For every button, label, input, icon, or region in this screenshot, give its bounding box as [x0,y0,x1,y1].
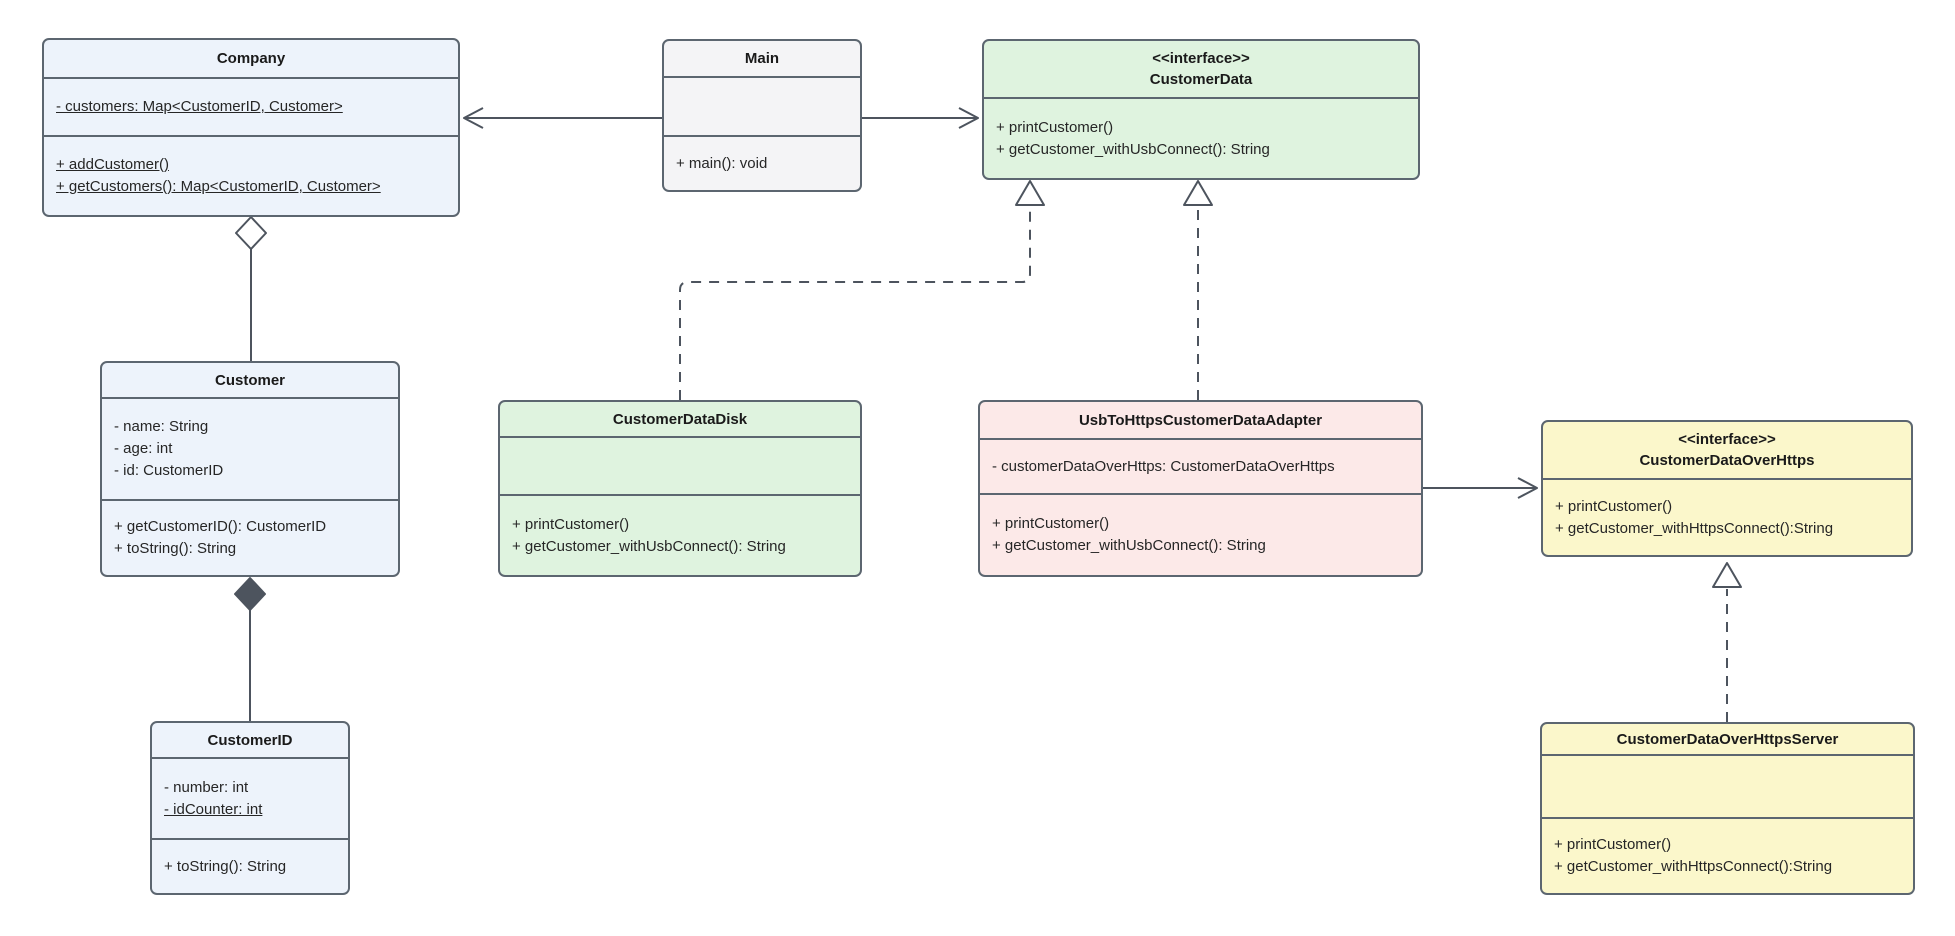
association-main-to-company [463,107,662,129]
method-line: + printCustomer() [1554,836,1672,853]
methods-section-customerid: + toString(): String [152,840,348,893]
composition-customer-customerid [234,577,266,721]
class-title-customer: Customer [102,363,398,399]
attributes-section-httpsserver [1542,756,1913,819]
attributes-section-customerdatadisk [500,438,860,496]
open-arrowhead-icon [958,107,979,129]
hollow-triangle-icon [1015,180,1045,206]
stereotype-label: <<interface>> [1678,431,1776,448]
class-box-main: Main + main(): void [662,39,862,192]
stereotype-label: <<interface>> [1152,50,1250,67]
interface-box-customerdata: <<interface>> CustomerData + printCustom… [982,39,1420,180]
attributes-section-adapter: - customerDataOverHttps: CustomerDataOve… [980,440,1421,495]
method-line: + main(): void [676,154,768,172]
methods-section-main: + main(): void [664,137,860,190]
methods-section-customer: + getCustomerID(): CustomerID + toString… [102,501,398,575]
methods-section-httpsserver: + printCustomer() + getCustomer_withHttp… [1542,819,1913,893]
method-line: + addCustomer() [56,156,169,173]
class-title-customerid: CustomerID [152,723,348,759]
open-arrowhead-icon [463,107,484,129]
attribute-line: - customerDataOverHttps: CustomerDataOve… [992,457,1335,475]
method-line: + toString(): String [164,857,287,875]
realization-customerdatadisk-customerdata [679,180,1045,400]
method-line: + printCustomer() [996,118,1114,136]
attribute-line: - idCounter: int [164,800,263,818]
method-line: + getCustomerID(): CustomerID [114,518,327,535]
aggregation-company-customer [235,216,267,361]
method-line: + getCustomer_withUsbConnect(): String [512,537,786,555]
class-title-customerdatadisk: CustomerDataDisk [500,402,860,438]
realization-httpsserver-customerdataoverhttps [1712,562,1742,722]
class-title-customerdataoverhttps: CustomerDataOverHttps [1639,452,1815,469]
method-line: + printCustomer() [512,515,630,533]
class-box-customerdatadisk: CustomerDataDisk + printCustomer() + get… [498,400,862,577]
attributes-section-customerid: - number: int - idCounter: int [152,759,348,840]
method-line: + getCustomers(): Map<CustomerID, Custom… [56,178,381,195]
attribute-line: - customers: Map<CustomerID, Customer> [56,98,343,115]
attribute-line: - number: int [164,778,249,796]
hollow-diamond-icon [235,216,267,250]
class-title-main: Main [664,41,860,78]
attribute-line: - id: CustomerID [114,462,224,479]
association-adapter-to-customerdataoverhttps [1423,477,1538,499]
attribute-line: - age: int [114,440,173,457]
attribute-line: - name: String [114,418,209,435]
association-main-to-customerdata [862,107,979,129]
class-box-customerid: CustomerID - number: int - idCounter: in… [150,721,350,895]
method-line: + printCustomer() [992,515,1110,532]
open-arrowhead-icon [1517,477,1538,499]
class-title-company: Company [44,40,458,79]
attributes-section-company: - customers: Map<CustomerID, Customer> [44,79,458,137]
methods-section-customerdatadisk: + printCustomer() + getCustomer_withUsbC… [500,496,860,575]
realization-adapter-customerdata [1183,180,1213,400]
class-box-customerdataoverhttpsserver: CustomerDataOverHttpsServer + printCusto… [1540,722,1915,895]
class-title-customerdataoverhttpsserver: CustomerDataOverHttpsServer [1542,724,1913,756]
interface-box-customerdataoverhttps: <<interface>> CustomerDataOverHttps + pr… [1541,420,1913,557]
methods-section-customerdata: + printCustomer() + getCustomer_withUsbC… [984,99,1418,178]
interface-title-customerdataoverhttps: <<interface>> CustomerDataOverHttps [1543,422,1911,480]
method-line: + getCustomer_withUsbConnect(): String [992,537,1266,554]
method-line: + printCustomer() [1555,497,1673,515]
method-line: + getCustomer_withHttpsConnect():String [1555,519,1834,537]
class-box-customer: Customer - name: String - age: int - id:… [100,361,400,577]
hollow-triangle-icon [1712,562,1742,588]
attributes-section-customer: - name: String - age: int - id: Customer… [102,399,398,501]
attributes-section-main [664,78,860,137]
hollow-triangle-icon [1183,180,1213,206]
interface-title-customerdata: <<interface>> CustomerData [984,41,1418,99]
methods-section-adapter: + printCustomer() + getCustomer_withUsbC… [980,495,1421,575]
filled-diamond-icon [234,577,266,611]
class-title-adapter: UsbToHttpsCustomerDataAdapter [980,402,1421,440]
methods-section-company: + addCustomer() + getCustomers(): Map<Cu… [44,137,458,215]
method-line: + getCustomer_withHttpsConnect():String [1554,858,1833,875]
method-line: + getCustomer_withUsbConnect(): String [996,140,1270,158]
class-box-company: Company - customers: Map<CustomerID, Cus… [42,38,460,217]
class-box-adapter: UsbToHttpsCustomerDataAdapter - customer… [978,400,1423,577]
methods-section-customerdataoverhttps: + printCustomer() + getCustomer_withHttp… [1543,480,1911,555]
class-title-customerdata: CustomerData [1149,71,1253,88]
method-line: + toString(): String [114,540,237,557]
